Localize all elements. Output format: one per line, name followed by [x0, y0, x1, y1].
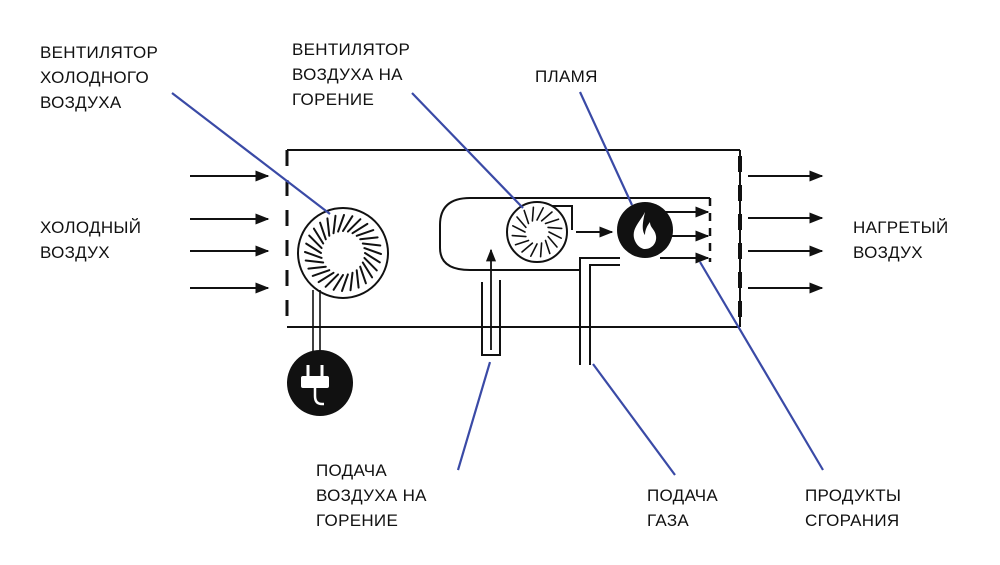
fan-blade	[319, 221, 327, 241]
combustion-fan-icon	[506, 201, 572, 263]
fan-blade	[364, 252, 381, 264]
label-combustion-air-supply: ПОДАЧА ВОЗДУХА НА ГОРЕНИЕ	[316, 461, 427, 530]
combustion-air-intake-pipe	[481, 248, 501, 356]
power-cord	[312, 290, 321, 352]
fan-blade	[548, 231, 563, 239]
fan-blade	[308, 234, 323, 250]
fan-blade	[341, 273, 349, 292]
fan-blade	[312, 227, 325, 245]
fan-blade	[547, 235, 558, 248]
heater-housing	[285, 149, 741, 328]
fan-blade	[536, 207, 545, 221]
label-cold-air: ХОЛОДНЫЙ ВОЗДУХ	[40, 218, 142, 262]
gas-supply-pipe	[579, 257, 620, 365]
fan-blade	[355, 229, 375, 237]
fan-blade	[516, 216, 527, 229]
fan-blade	[544, 239, 551, 255]
cold-air-arrows	[190, 170, 270, 294]
fan-blade	[305, 242, 322, 254]
fan-blade	[511, 234, 527, 238]
fan-blade	[304, 259, 325, 264]
fan-blade	[351, 222, 369, 235]
leader-flame	[579, 91, 633, 206]
leader-cold-air-fan	[171, 92, 331, 215]
label-flame: ПЛАМЯ	[535, 67, 598, 86]
combustion-chamber	[439, 197, 710, 271]
fan-blade	[324, 273, 340, 288]
fan-blade	[311, 269, 331, 277]
fan-blade	[304, 251, 323, 259]
leader-combustion-air-supply	[456, 361, 492, 471]
flame-icon	[617, 202, 673, 258]
leader-combustion-fan	[411, 92, 524, 209]
fan-blade	[349, 271, 354, 292]
fan-blade	[529, 243, 538, 258]
fan-blade	[521, 242, 534, 253]
fan-blade	[523, 209, 530, 225]
fan-blade	[547, 226, 563, 230]
fan-blade	[355, 269, 360, 289]
label-combustion-fan: ВЕНТИЛЯТОР ВОЗДУХА НА ГОРЕНИЕ	[292, 40, 411, 109]
fan-blade	[361, 242, 382, 247]
fan-blade	[540, 211, 553, 222]
fan-blade	[307, 265, 327, 270]
cold-air-fan-icon	[297, 207, 389, 299]
fan-blade	[359, 265, 367, 285]
leader-combustion-products	[699, 261, 824, 471]
label-heated-air: НАГРЕТЫЙ ВОЗДУХ	[853, 218, 949, 262]
fan-blade	[531, 206, 535, 222]
fan-blade	[317, 271, 335, 284]
fan-blade	[359, 236, 379, 241]
fan-blade	[363, 247, 382, 255]
fan-blade	[332, 274, 344, 291]
label-cold-air-fan: ВЕНТИЛЯТОР ХОЛОДНОГО ВОЗДУХА	[40, 43, 159, 112]
label-gas-supply: ПОДАЧА ГАЗА	[647, 486, 719, 530]
heated-air-arrows	[748, 170, 824, 294]
fan-blade	[326, 217, 331, 237]
combustion-products-arrows	[660, 206, 710, 264]
leader-gas-supply	[592, 363, 676, 476]
fan-blade	[544, 218, 560, 225]
fan-blade	[337, 214, 345, 233]
fan-blade	[363, 256, 378, 272]
power-plug-icon	[287, 350, 353, 416]
fan-blade	[346, 218, 362, 233]
leader-lines	[171, 91, 824, 476]
fan-blade	[361, 261, 374, 279]
fan-blade	[539, 242, 543, 258]
fan-blade	[342, 215, 354, 232]
fan-blade	[332, 214, 337, 235]
label-combustion-products: ПРОДУКТЫ СГОРАНИЯ	[805, 486, 902, 530]
fan-blade	[514, 239, 530, 246]
fan-blade	[511, 225, 526, 233]
